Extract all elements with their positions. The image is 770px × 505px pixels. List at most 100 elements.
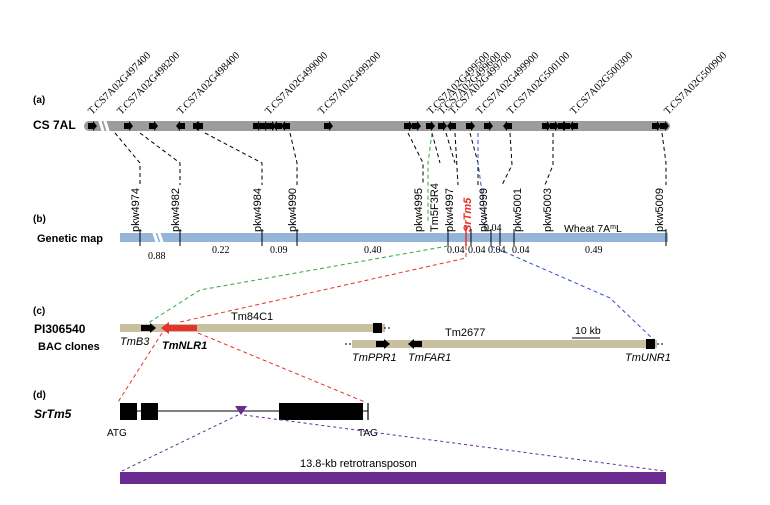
tmb3-arrow-icon xyxy=(141,323,156,333)
distance-label: 0.09 xyxy=(270,245,288,256)
gene-arrow-left-icon xyxy=(281,121,290,131)
exon-1 xyxy=(120,403,137,420)
distance-label: 0.04 xyxy=(512,245,530,256)
gene-arrow-right-icon xyxy=(438,121,447,131)
gene-arrow-right-icon xyxy=(260,121,269,131)
blue-connector-lower xyxy=(490,245,656,342)
distance-label: 0.04 xyxy=(484,223,502,234)
gene-label-tmfar1: TmFAR1 xyxy=(408,352,451,364)
gene-arrow-right-icon xyxy=(324,121,333,131)
bac-tm2677-bar xyxy=(352,340,657,348)
red-connector-lower xyxy=(179,246,467,323)
panel-a-label: (a) xyxy=(33,95,45,106)
marker-label: pkw4984 xyxy=(252,188,264,232)
tmunr1-block xyxy=(646,339,655,349)
bac-tm84c1-bar xyxy=(120,324,385,332)
gene-label-tmb3: TmB3 xyxy=(120,336,150,348)
gene-arrow-left-icon xyxy=(176,121,185,131)
exon-2 xyxy=(141,403,158,420)
marker-label: pkw4974 xyxy=(130,188,142,232)
gene-arrow-right-icon xyxy=(253,121,262,131)
accession-label: PI306540 xyxy=(34,322,86,336)
insertion-triangle-icon xyxy=(235,406,247,415)
chromosome-bar xyxy=(84,121,670,131)
genetic-map-label: Genetic map xyxy=(37,233,103,245)
bac-end-block xyxy=(373,323,382,333)
green-connector-lower xyxy=(144,245,449,326)
marker-label: pkw4997 xyxy=(444,188,456,232)
gene-arrow-left-icon xyxy=(194,121,203,131)
stop-codon-label: TAG xyxy=(358,428,378,439)
gene-arrow-right-icon xyxy=(404,121,413,131)
marker-label: pkw5003 xyxy=(542,188,554,232)
distance-label: 0.88 xyxy=(148,251,166,262)
purple-connector-left xyxy=(121,414,239,472)
marker-connectors xyxy=(114,132,667,186)
srtm5-gene-title: SrTm5 xyxy=(34,407,72,421)
panel-c-label: (c) xyxy=(33,306,45,317)
green-connector xyxy=(427,132,433,222)
gene-arrow-right-icon xyxy=(88,121,97,131)
chromosome-label: CS 7AL xyxy=(33,118,76,132)
marker-label: pkw4982 xyxy=(170,188,182,232)
distance-label: 0.04 xyxy=(488,245,506,256)
gene-arrows xyxy=(88,121,669,131)
srtm5-marker-label: SrTm5 xyxy=(462,197,474,232)
chromosome-break xyxy=(97,117,111,135)
gene-label-tmunr1: TmUNR1 xyxy=(625,352,671,364)
tmfar1-arrow-icon xyxy=(408,339,422,349)
tmppr1-arrow-icon xyxy=(376,339,390,349)
gene-arrow-right-icon xyxy=(542,121,551,131)
marker-label: pkw4999 xyxy=(478,188,490,232)
start-codon-label: ATG xyxy=(107,428,127,439)
gene-arrow-right-icon xyxy=(149,121,158,131)
gene-label: T.CS7A02G498400 xyxy=(175,50,242,117)
gene-arrow-right-icon xyxy=(412,121,421,131)
genetic-map-bar xyxy=(120,233,668,242)
distance-label: 0.04 xyxy=(468,245,486,256)
gene-label: T.CS7A02G500900 xyxy=(662,50,729,117)
bac-tm84c1-label: Tm84C1 xyxy=(231,311,273,323)
gene-arrow-right-icon xyxy=(484,121,493,131)
gene-arrow-left-icon xyxy=(561,121,570,131)
genetic-map-break xyxy=(151,229,165,246)
gene-arrow-left-icon xyxy=(569,121,578,131)
gene-arrow-right-icon xyxy=(652,121,661,131)
panel-d-label: (d) xyxy=(33,390,46,401)
gene-arrow-right-icon xyxy=(267,121,276,131)
marker-label: Tm5F3R4 xyxy=(429,183,441,232)
tmnlr1-arrow-icon xyxy=(161,322,197,334)
marker-label: pkw5001 xyxy=(512,188,524,232)
genetic-map-ticks xyxy=(139,225,667,246)
distance-label: 0.04 xyxy=(447,245,465,256)
gene-arrow-right-icon xyxy=(550,121,559,131)
gene-arrow-left-icon xyxy=(273,121,282,131)
marker-label: pkw4990 xyxy=(287,188,299,232)
exon-3 xyxy=(279,403,363,420)
blue-connector xyxy=(477,133,487,223)
distance-label: 0.40 xyxy=(364,245,382,256)
gene-arrow-right-icon xyxy=(466,121,475,131)
bac-clones-label: BAC clones xyxy=(38,341,100,353)
gene-label-tmnlr1: TmNLR1 xyxy=(162,340,207,352)
retrotransposon-label: 13.8-kb retrotransposon xyxy=(300,458,417,470)
panel-b-label: (b) xyxy=(33,214,46,225)
gene-label: T.CS7A02G500300 xyxy=(568,50,635,117)
gene-arrow-left-icon xyxy=(447,121,456,131)
retrotransposon-bar xyxy=(120,472,666,484)
gene-arrow-right-icon xyxy=(426,121,435,131)
marker-label: pkw5009 xyxy=(654,188,666,232)
gene-arrow-left-icon xyxy=(503,121,512,131)
purple-connector-right xyxy=(243,414,665,472)
gene-label: T.CS7A02G499600 xyxy=(436,50,503,117)
red-connector-right xyxy=(197,332,366,403)
gene-arrow-right-icon xyxy=(660,121,669,131)
distance-label: 0.22 xyxy=(212,245,230,256)
bac-tm2677-label: Tm2677 xyxy=(445,327,485,339)
gene-arrow-right-icon xyxy=(124,121,133,131)
scale-bar-label: 10 kb xyxy=(575,325,601,337)
gene-label-tmppr1: TmPPR1 xyxy=(352,352,397,364)
marker-label: pkw4995 xyxy=(413,188,425,232)
